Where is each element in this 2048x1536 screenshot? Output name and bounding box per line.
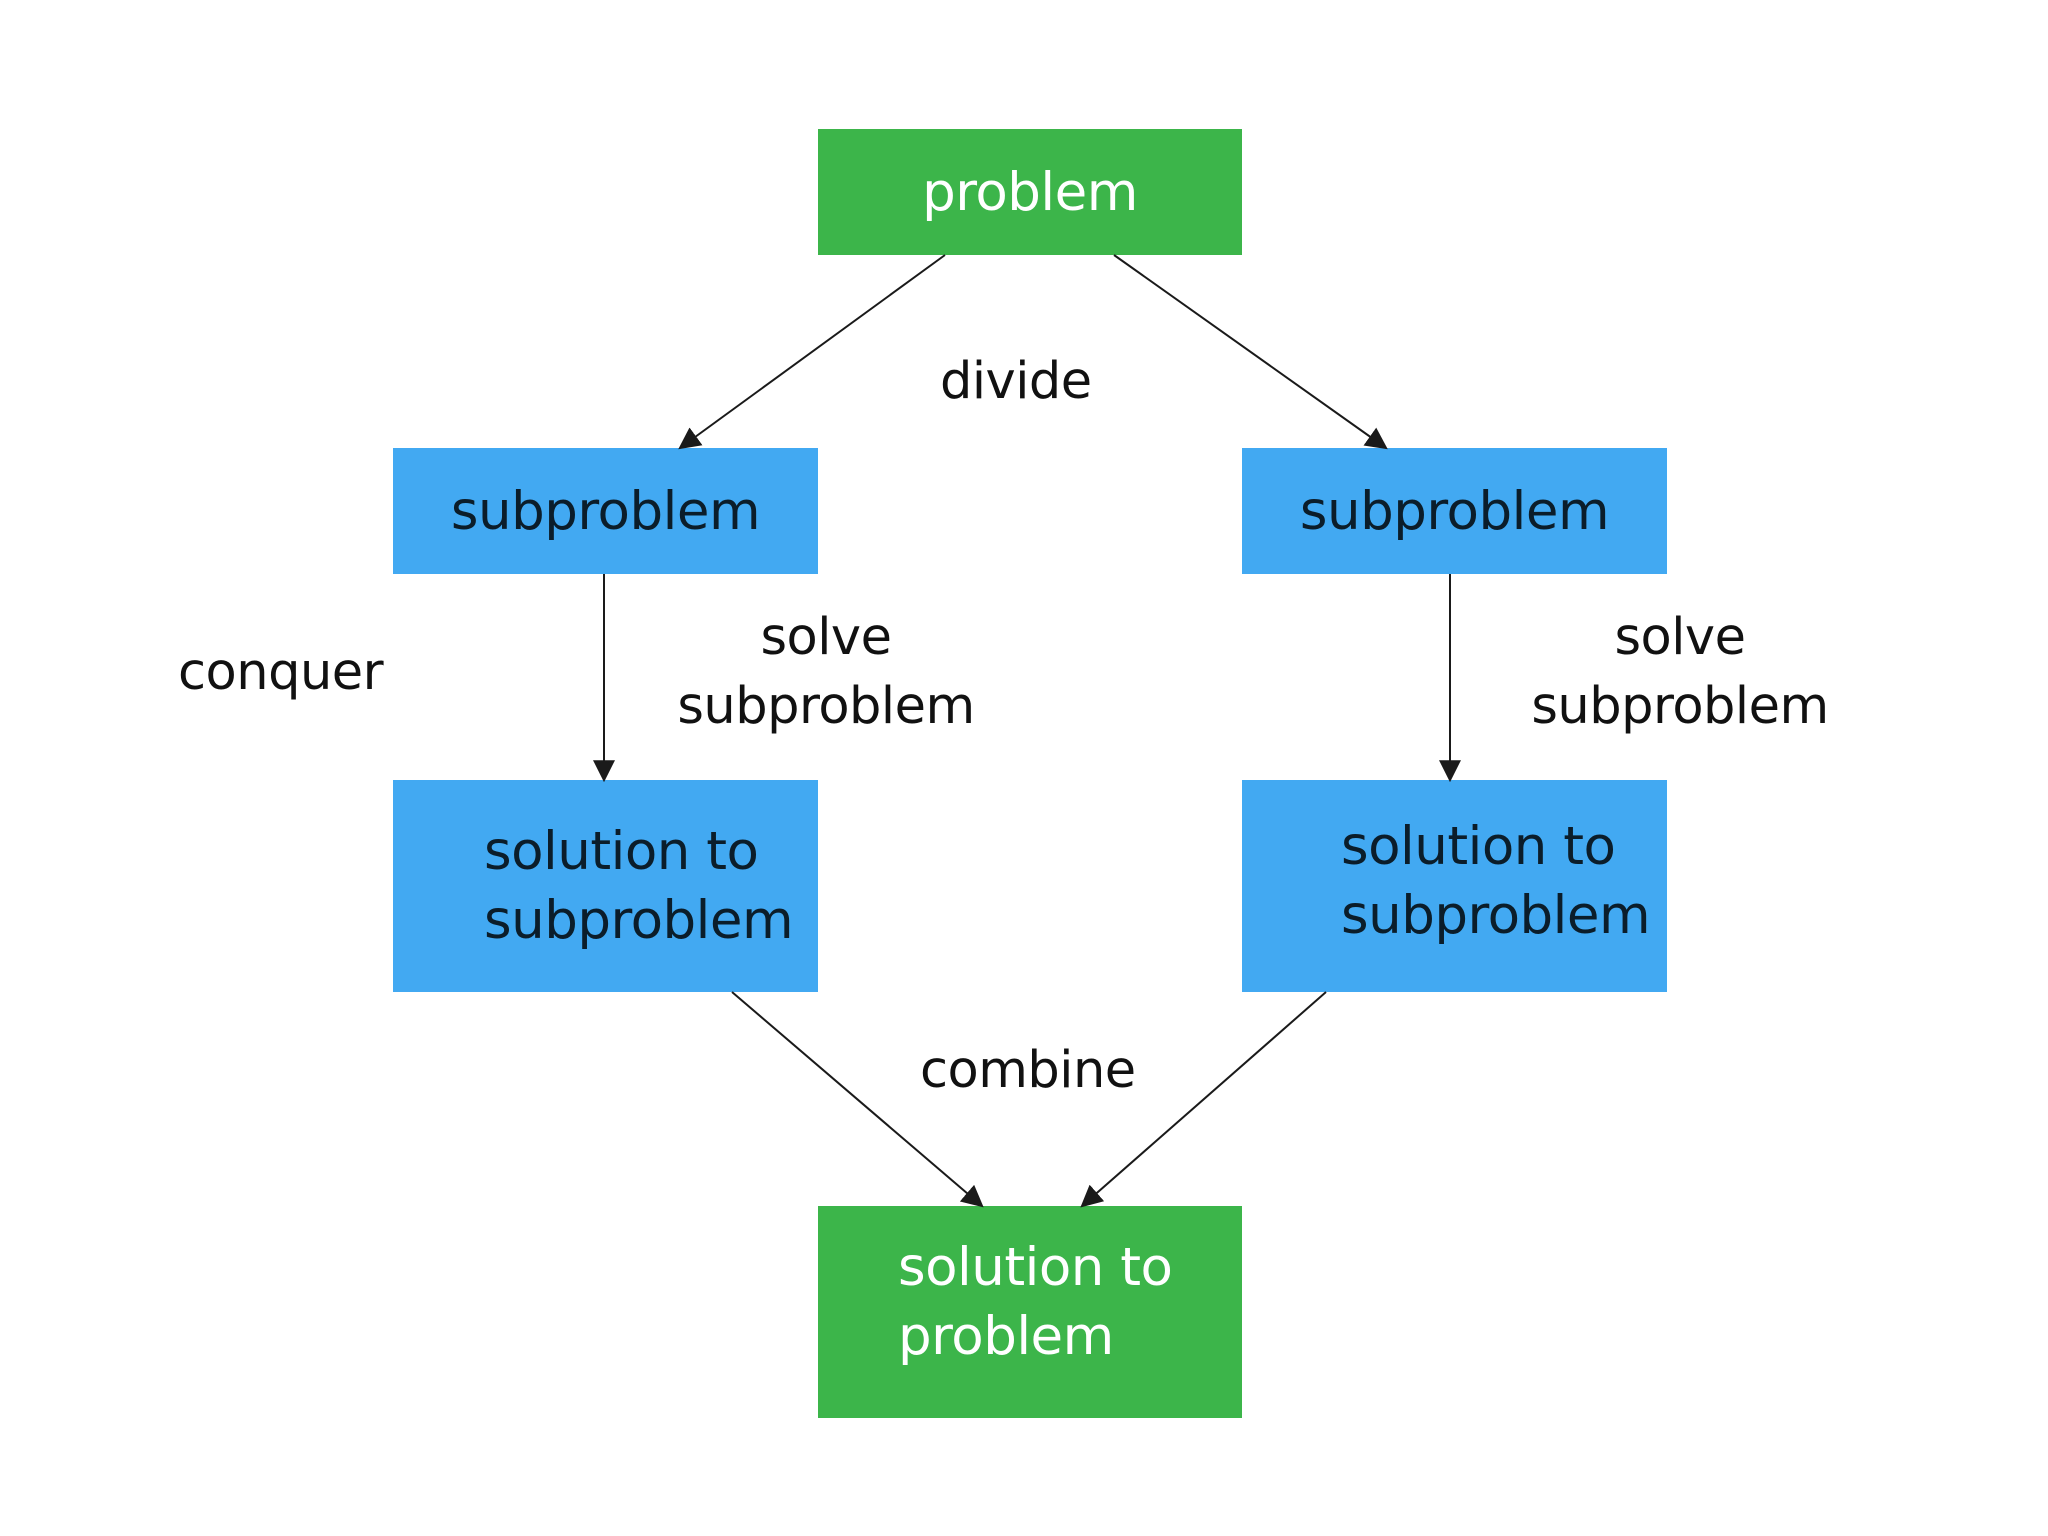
solve-subproblem-right-label: solve subproblem [1530,603,1830,741]
combine-label: combine [920,1041,1136,1100]
solution-problem-box [818,1206,1242,1418]
solution-subproblem-left-line2: subproblem [484,890,794,951]
subproblem-right-box [1242,448,1667,574]
combine-arrow-left [731,991,984,1208]
subproblem-right-label: subproblem [1299,480,1610,542]
conquer-label: conquer [178,643,384,702]
solution-problem-line1: solution to [898,1237,1173,1298]
problem-label: problem [922,161,1138,223]
solve-left-line2: subproblem [677,677,975,736]
solve-subproblem-left-label: solve subproblem [676,603,976,741]
solution-subproblem-right-box [1242,780,1667,992]
divide-label: divide [940,352,1092,411]
solution-subproblem-left-line1: solution to [484,821,759,882]
divide-arrow-right [1113,254,1388,450]
solution-subproblem-right-node: solution to subproblem [1242,780,1667,992]
divide-arrow-left [678,254,946,450]
subproblem-left-box [393,448,818,574]
subproblem-right-node: subproblem [1242,448,1667,574]
problem-box [818,129,1242,255]
solution-subproblem-left-box [393,780,818,992]
solve-right-line2: subproblem [1531,677,1829,736]
subproblem-left-node: subproblem [393,448,818,574]
solution-subproblem-right-line2: subproblem [1341,885,1651,946]
solve-left-line1: solve [760,608,892,667]
solution-problem-node: solution to problem [818,1206,1242,1418]
problem-node: problem [818,129,1242,255]
solution-subproblem-right-line1: solution to [1341,816,1616,877]
solve-right-line1: solve [1614,608,1746,667]
subproblem-left-label: subproblem [450,480,761,542]
combine-arrow-right [1080,991,1327,1208]
solution-problem-line2: problem [898,1306,1114,1367]
solution-subproblem-left-node: solution to subproblem [393,780,818,992]
